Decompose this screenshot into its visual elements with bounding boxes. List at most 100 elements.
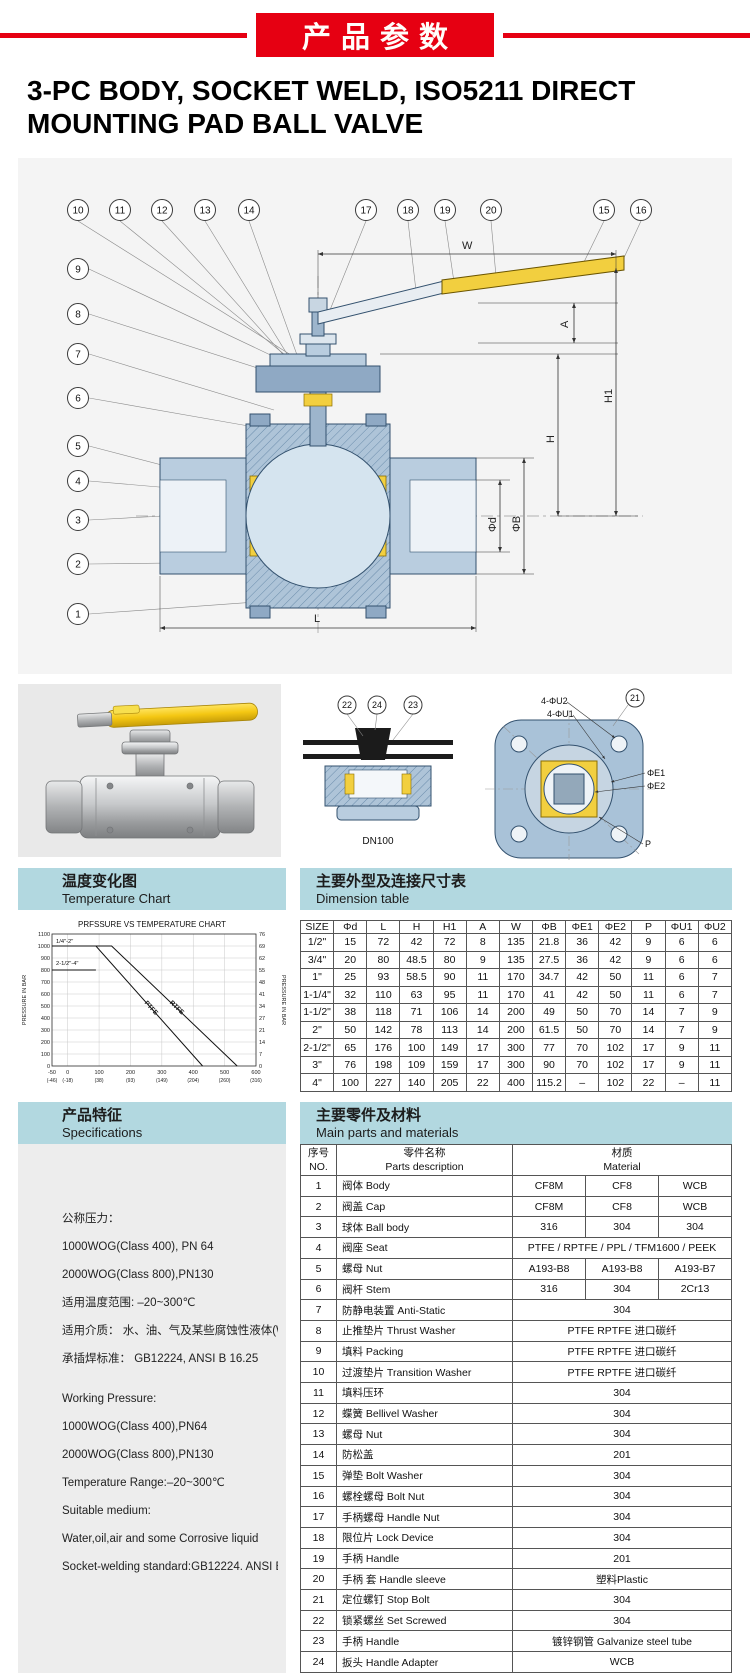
- parts-cell: 阀体 Body: [336, 1175, 513, 1197]
- chart-ytick-right: 27: [259, 1016, 265, 1022]
- chart-ytick-right: 76: [259, 932, 265, 938]
- section-header-specs: 产品特征 Specifications: [18, 1102, 286, 1144]
- chart-ytick-left: 800: [41, 968, 50, 974]
- parts-cell: 手柄 Handle: [336, 1630, 513, 1653]
- parts-cell: PTFE RPTFE 进口碳纤: [512, 1319, 732, 1342]
- parts-cell: 4: [300, 1237, 337, 1259]
- parts-cell: 扳头 Handle Adapter: [336, 1651, 513, 1673]
- callout: 18: [397, 199, 419, 221]
- dim-cell: 21.8: [531, 933, 567, 952]
- dim-label-phid: Φd: [487, 517, 499, 532]
- chart-ytick-left: 900: [41, 956, 50, 962]
- svg-text:9: 9: [75, 265, 81, 276]
- svg-text:2: 2: [75, 560, 81, 571]
- dim-label-phib: ΦB: [511, 516, 523, 532]
- parts-cell: 球体 Ball body: [336, 1216, 513, 1239]
- parts-cell: 填料压环: [336, 1382, 513, 1404]
- dim-cell: 34.7: [531, 968, 567, 987]
- dim-cell: 6: [697, 950, 733, 970]
- dim-cell: 106: [432, 1003, 467, 1022]
- dim-cell: 113: [432, 1020, 467, 1040]
- callout: 17: [355, 199, 377, 221]
- dim-cell: –: [565, 1073, 600, 1092]
- chart-yaxis-left-label: PRESSURE IN BAR: [22, 975, 28, 1025]
- section-title-en: Specifications: [62, 1125, 143, 1140]
- ball: [245, 443, 391, 589]
- parts-cell: 1: [300, 1175, 337, 1197]
- dim-cell: 135: [498, 950, 533, 970]
- dim-cell: 4": [299, 1073, 335, 1092]
- parts-cell: 20: [300, 1568, 337, 1591]
- parts-cell: CF8M: [512, 1175, 586, 1197]
- dim-cell: 9: [631, 933, 666, 952]
- svg-text:14: 14: [243, 206, 255, 217]
- parts-cell: 6: [300, 1278, 337, 1301]
- spec-line: 适用温度范围: –20~300℃: [62, 1297, 196, 1309]
- chart-ytick-left: 1000: [38, 944, 50, 950]
- mounting-pad-view: 4-ΦU2 4-ΦU1 21 ΦE1 ΦE2 P: [485, 688, 665, 868]
- parts-cell: A193-B8: [512, 1257, 586, 1280]
- dim-cell: 71: [399, 1003, 434, 1022]
- spec-line: Socket-welding standard:GB12224. ANSI B …: [62, 1561, 278, 1573]
- chart-ytick-left: 600: [41, 992, 50, 998]
- svg-text:5: 5: [75, 442, 81, 453]
- parts-cell: 阀杆 Stem: [336, 1278, 513, 1301]
- section-header-dimensions: 主要外型及连接尺寸表 Dimension table: [300, 868, 732, 910]
- parts-cell: 蝶簧 Bellivel Washer: [336, 1402, 513, 1425]
- dim-cell: 61.5: [531, 1020, 567, 1040]
- dim-cell: 6: [664, 933, 699, 952]
- parts-cell: 螺母 Nut: [336, 1423, 513, 1446]
- svg-text:13: 13: [199, 206, 211, 217]
- dim-label-h1: H1: [603, 389, 615, 403]
- parts-cell: 止推垫片 Thrust Washer: [336, 1319, 513, 1342]
- dim-cell: 400: [498, 1073, 533, 1092]
- spec-line: Suitable medium:: [62, 1505, 151, 1517]
- spec-line: 1000WOG(Class 400),PN64: [62, 1421, 208, 1433]
- dim-cell: 11: [465, 985, 500, 1005]
- callout: 4: [67, 470, 89, 492]
- parts-cell: 304: [585, 1216, 659, 1239]
- dim-cell: 6: [664, 985, 699, 1005]
- dim-cell: 6: [697, 933, 733, 952]
- dim-cell: 14: [465, 1003, 500, 1022]
- dim-cell: 300: [498, 1055, 533, 1075]
- parts-cell: 304: [512, 1526, 732, 1549]
- chart-ytick-right: 14: [259, 1040, 265, 1046]
- dim-cell: 15: [333, 933, 368, 952]
- parts-cell: 锁紧螺丝 Set Screwed: [336, 1609, 513, 1632]
- parts-cell: 过渡垫片 Transition Washer: [336, 1361, 513, 1384]
- dim-cell: 42: [565, 985, 600, 1005]
- dim-header-cell: ΦE1: [565, 920, 600, 934]
- callout: 1: [67, 603, 89, 625]
- dim-cell: 50: [565, 1020, 600, 1040]
- svg-text:3: 3: [75, 516, 81, 527]
- parts-cell: 定位螺钉 Stop Bolt: [336, 1589, 513, 1611]
- svg-text:4: 4: [75, 477, 81, 488]
- svg-text:17: 17: [360, 206, 372, 217]
- dim-header-cell: ΦU1: [664, 920, 699, 934]
- dim-cell: 42: [598, 933, 633, 952]
- parts-cell: 201: [512, 1547, 732, 1570]
- svg-text:18: 18: [402, 206, 414, 217]
- svg-text:20: 20: [485, 206, 497, 217]
- dim-header-cell: Φd: [333, 920, 368, 934]
- dim-cell: 118: [366, 1003, 401, 1022]
- dim-cell: 205: [432, 1073, 467, 1092]
- dim-cell: 32: [333, 985, 368, 1005]
- parts-cell: 7: [300, 1299, 337, 1321]
- valve-cross-section: [159, 255, 625, 619]
- section-title-zh: 主要零件及材料: [316, 1107, 422, 1124]
- parts-cell: 螺母 Nut: [336, 1257, 513, 1280]
- dim-cell: 93: [366, 968, 401, 987]
- dim-cell: 17: [631, 1038, 666, 1057]
- parts-cell: 304: [658, 1216, 732, 1239]
- svg-text:16: 16: [635, 206, 647, 217]
